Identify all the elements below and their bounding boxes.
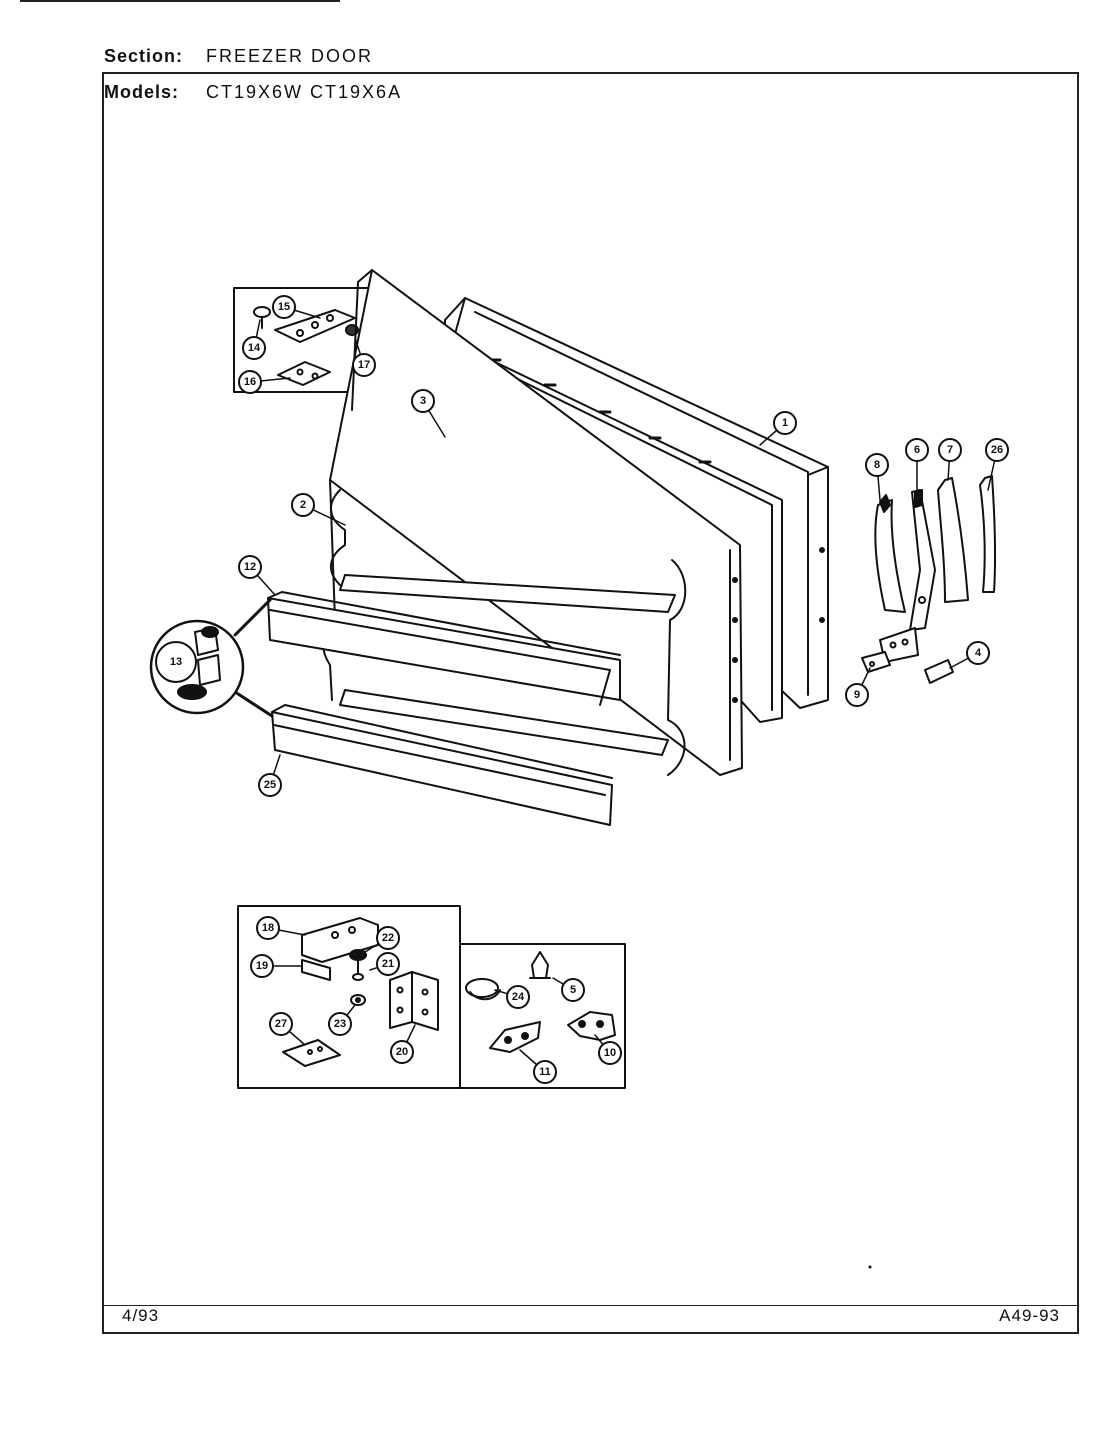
callout-8: 8 [865,453,889,501]
callout-number: 5 [570,984,576,996]
models-label: Models: [104,82,180,102]
lower-shelf-rail [271,704,613,826]
stray-mark [868,1265,872,1269]
callout-5: 5 [552,977,585,1002]
callout-6: 6 [905,438,929,491]
callout-number: 2 [300,499,306,511]
hinge-inset-top [233,287,381,393]
callout-21: 21 [369,952,400,976]
callout-9: 9 [845,667,871,707]
callout-number: 16 [244,376,256,388]
callout-number: 8 [874,459,880,471]
callout-number: 7 [947,444,953,456]
callout-25: 25 [258,754,282,797]
callout-12: 12 [238,555,276,596]
callout-number: 11 [539,1066,551,1078]
section-value: FREEZER DOOR [206,46,374,66]
callout-17: 17 [352,337,376,377]
callout-24: 24 [494,985,530,1009]
drawing-frame [102,72,1079,1334]
models-value: CT19X6W CT19X6A [206,82,403,102]
callout-number: 18 [262,922,274,934]
footer-rule [102,1305,1079,1306]
callout-4: 4 [949,641,990,669]
callout-16: 16 [238,370,291,394]
callout-3: 3 [411,389,446,438]
callout-number: 10 [604,1047,616,1059]
callout-2: 2 [291,493,346,526]
callout-number: 25 [264,779,276,791]
hinge-cover-inset [459,943,626,1089]
models-header: Models: CT19X6W CT19X6A [104,82,402,103]
callout-number: 27 [275,1018,287,1030]
callout-number: 26 [991,444,1003,456]
callout-10: 10 [594,1034,622,1065]
section-header: Section: FREEZER DOOR [104,46,373,67]
callout-number: 14 [248,342,261,354]
upper-shelf-rail [267,591,621,706]
callout-23: 23 [328,1004,356,1036]
door-handle-parts [861,475,997,684]
callout-20: 20 [390,1024,416,1064]
callout-number: 17 [358,359,370,371]
callout-number: 22 [382,932,394,944]
callout-number: 20 [396,1046,408,1058]
callout-number: 21 [382,958,394,970]
footer-ref: A49-93 [999,1306,1060,1325]
callout-number: 3 [420,395,426,407]
callout-number: 24 [512,991,525,1003]
callout-number: 12 [244,561,256,573]
callout-15: 15 [272,295,321,319]
callout-19: 19 [250,954,303,978]
section-label: Section: [104,46,184,66]
callout-number: 13 [170,656,182,668]
callout-number: 4 [975,647,982,659]
callout-26: 26 [985,438,1009,491]
hinge-inset-bottom-left [237,905,461,1089]
footer-date: 4/93 [122,1306,160,1325]
callout-number: 15 [278,301,290,313]
callout-27: 27 [269,1012,306,1046]
top-rule [20,0,340,2]
callout-number: 19 [256,960,268,972]
callout-13: 13 [155,641,197,683]
callout-number: 6 [914,444,920,456]
callout-14: 14 [242,319,266,360]
callout-7: 7 [938,438,962,481]
callout-22: 22 [364,926,400,953]
callout-number: 9 [854,689,860,701]
callout-number: 23 [334,1018,346,1030]
callout-18: 18 [256,916,306,940]
callout-11: 11 [519,1049,557,1084]
callout-number: 1 [782,417,788,429]
callout-1: 1 [759,411,797,446]
